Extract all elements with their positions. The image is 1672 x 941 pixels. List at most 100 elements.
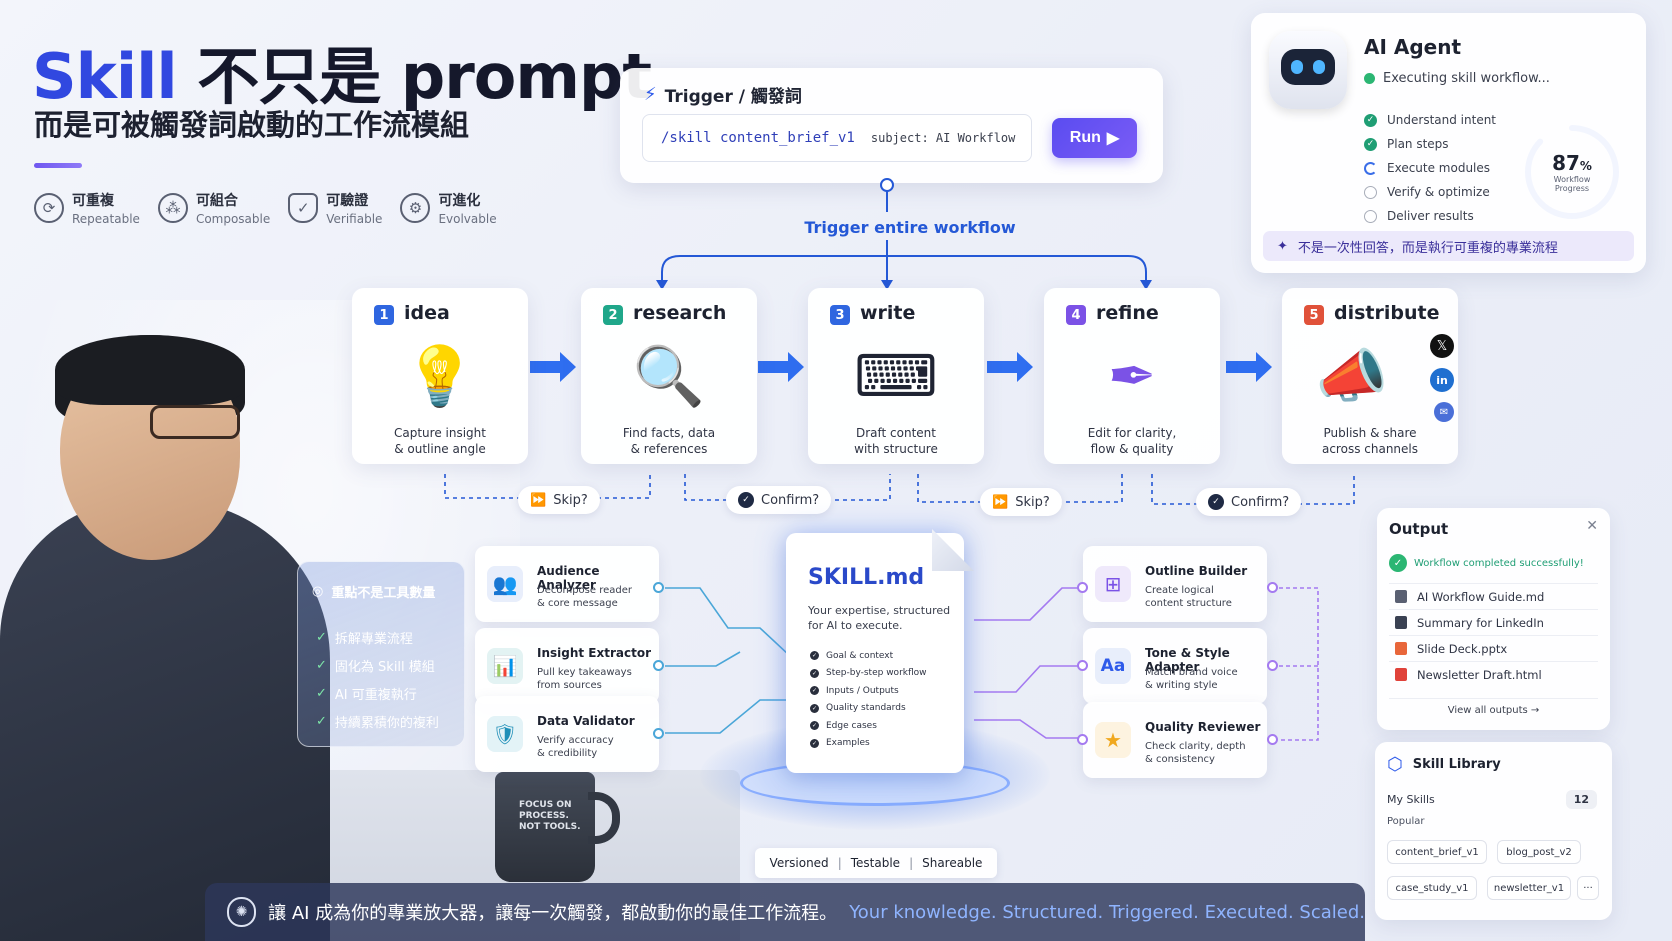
tag-separator: | [909,856,914,870]
bolt-icon: ⚡ [644,84,657,105]
skip-icon: ⏩ [530,492,547,508]
check-icon: ✓ [810,651,819,661]
module-desc-line: Check clarity, depth [1145,741,1246,752]
property-en: Evolvable [438,212,497,226]
target-icon: ◎ [312,584,324,599]
stage-number: 1 [374,305,394,325]
output-file[interactable]: AI Workflow Guide.md [1389,583,1598,609]
coffee-mug: FOCUS ON PROCESS. NOT TOOLS. [495,772,595,882]
module-tone-style-adapter[interactable]: Aa Tone & Style Adapter Match brand voic… [1077,628,1278,704]
doc-title: SKILL.md [808,565,925,590]
success-text: Workflow completed successfully! [1414,557,1584,569]
module-audience-analyzer[interactable]: 👥 Audience Analyzer Decompose reader& co… [475,546,664,622]
module-port [653,728,664,739]
output-file[interactable]: Summary for LinkedIn [1389,609,1598,635]
output-file[interactable]: Slide Deck.pptx [1389,635,1598,661]
confirm-pill[interactable]: ✓Confirm? [726,486,832,514]
robot-eye [1313,60,1325,74]
repeat-icon: ⟳ [34,193,64,223]
file-name: AI Workflow Guide.md [1417,589,1545,604]
check-icon: ✓ [810,721,819,731]
progress-label: Progress [1554,184,1590,193]
brain-icon: ✺ [227,897,257,927]
doc-item: ✓Goal & context [810,647,927,665]
stage-desc-line: with structure [854,442,938,456]
file-name: Summary for LinkedIn [1417,615,1544,630]
star-icon: ★ [1095,722,1131,758]
linkedin-icon: in [1430,368,1454,392]
pending-icon [1364,185,1377,199]
arrowhead [881,280,893,290]
tag-separator: | [837,856,842,870]
confirm-pill[interactable]: ✓Confirm? [1196,488,1302,516]
file-icon [1395,616,1407,629]
trigger-label: Trigger / 觸發詞 [664,87,802,107]
focus-item: ✓持續累積你的複利 [316,712,439,731]
property-en: Verifiable [326,212,383,226]
doc-subtitle-line: for AI to execute. [808,619,903,632]
doc-subtitle: Your expertise, structured for AI to exec… [808,603,950,633]
module-title: Audience Analyzer [537,564,600,592]
skill-chip[interactable]: case_study_v1 [1387,876,1477,900]
skill-md-document[interactable]: SKILL.md Your expertise, structured for A… [786,529,974,773]
stage-arrow [987,352,1033,382]
skip-pill[interactable]: ⏩Skip? [518,486,600,514]
stage-desc-line: Find facts, data [622,426,716,440]
run-button[interactable]: Run▶ [1052,118,1137,158]
skill-chip[interactable]: blog_post_v2 [1497,840,1581,864]
loop-path [444,474,651,499]
skill-chip[interactable]: newsletter_v1 [1487,876,1571,900]
tag-testable: Testable [850,856,901,870]
check-icon: ✓ [316,658,327,673]
module-data-validator[interactable]: 🛡 Data Validator Verify accuracy& credib… [475,696,664,772]
module-link [974,665,1080,693]
stage-desc-line: across channels [1321,442,1419,456]
module-desc: Verify accuracy& credibility [537,734,614,760]
banner-text-en: Your knowledge. Structured. Triggered. E… [849,901,1365,923]
stage-desc-line: Draft content [855,426,936,440]
stage-name: distribute [1334,302,1440,324]
sparkle-icon: ✦ [1277,238,1288,254]
module-desc-line: Pull key takeaways [537,667,632,678]
doc-item-label: Quality standards [826,703,906,714]
stage-research[interactable]: 2 research 🔍 Find facts, data& reference… [581,288,757,464]
check-icon: ✓ [1389,554,1407,572]
progress-percent: 87% [1523,151,1621,175]
megaphone-icon: 📣 [1315,341,1389,410]
close-icon[interactable]: ✕ [1586,518,1598,534]
stage-desc: Draft content with structure [808,425,984,457]
doc-item: ✓Step-by-step workflow [810,665,927,683]
module-port [1267,582,1278,593]
module-port [653,582,664,593]
stage-idea[interactable]: 1 idea 💡 Capture insight& outline angle [352,288,528,464]
output-file[interactable]: Newsletter Draft.html [1389,661,1598,687]
doc-subtitle-line: Your expertise, structured [808,604,951,617]
focus-item: ✓拆解專業流程 [316,628,413,647]
skill-chip[interactable]: content_brief_v1 [1387,840,1487,864]
play-icon: ▶ [1106,130,1120,147]
stage-arrow [530,352,576,382]
agent-step: ✓Plan steps [1364,132,1496,156]
more-skills-button[interactable]: ··· [1577,876,1599,900]
person-illustration [0,500,330,941]
trigger-command-input[interactable]: /skill content_brief_v1 subject: AI Work… [642,114,1032,162]
doc-item: ✓Edge cases [810,717,927,735]
module-port [1267,734,1278,745]
cube-icon: ⬡ [1387,754,1403,775]
stage-desc-line: Publish & share [1323,426,1417,440]
arrowhead [656,280,668,290]
module-quality-reviewer[interactable]: ★ Quality Reviewer Check clarity, depth&… [1077,702,1278,778]
skip-pill[interactable]: ⏩Skip? [980,488,1062,516]
lightbulb-icon: 💡 [403,341,477,410]
module-port [1077,660,1088,671]
view-all-outputs-link[interactable]: View all outputs → [1389,698,1598,722]
stage-refine[interactable]: 4 refine ✒ Edit for clarity,flow & quali… [1044,288,1220,464]
